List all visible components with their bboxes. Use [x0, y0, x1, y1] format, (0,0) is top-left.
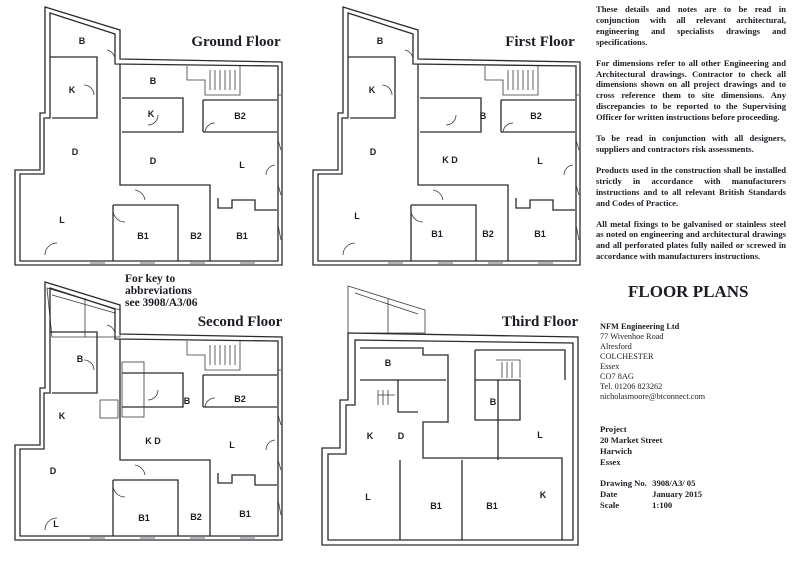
note: To be read in conjunction with all desig…	[596, 133, 786, 154]
room-label: B2	[234, 394, 246, 404]
address-line: CO7 8AG	[600, 372, 634, 381]
room-label: L	[537, 156, 543, 166]
room-label: K	[59, 411, 66, 421]
third-floor-plan: Third Floor B B K D L L B1 B1 K	[321, 285, 579, 546]
room-label: D	[370, 147, 377, 157]
room-label: B1	[138, 513, 150, 523]
room-label: K	[148, 109, 155, 119]
address-line: 77 Wivenhoe Road	[600, 332, 664, 341]
ground-floor-plan: Ground Floor B K B K B2 D D L L B1 B2 B1	[14, 6, 283, 266]
drawing-number: 3908/A3/ 05	[652, 478, 696, 488]
floor-title: Third Floor	[502, 314, 579, 330]
room-label: B	[490, 397, 497, 407]
room-label: B1	[239, 509, 251, 519]
room-label: L	[229, 440, 235, 450]
room-label: D	[72, 147, 79, 157]
address-line: Alresford	[600, 342, 632, 351]
project-block: Project 20 Market Street Harwich Essex	[600, 424, 662, 468]
phone: Tel. 01206 823262	[600, 382, 663, 391]
date: January 2015	[652, 489, 703, 499]
room-label: D	[150, 156, 157, 166]
room-label: B	[480, 111, 487, 121]
date-label: Date	[600, 489, 618, 499]
room-label: B1	[431, 229, 443, 239]
room-label: B2	[234, 111, 246, 121]
room-label: K D	[442, 155, 458, 165]
room-label: K	[369, 85, 376, 95]
room-label: B1	[534, 229, 546, 239]
first-floor-plan: First Floor B K B B2 D K D L L B1 B2 B1	[312, 6, 581, 266]
room-label: L	[537, 430, 543, 440]
drawing-number-label: Drawing No.	[600, 478, 647, 488]
room-label: D	[398, 431, 405, 441]
address-line: COLCHESTER	[600, 352, 654, 361]
note: These details and notes are to be read i…	[596, 4, 786, 47]
floor-title: Second Floor	[198, 314, 283, 330]
room-label: K	[69, 85, 76, 95]
floor-title: Ground Floor	[191, 34, 281, 50]
note: Products used in the construction shall …	[596, 164, 786, 208]
room-label: B	[77, 354, 84, 364]
room-label: K D	[145, 436, 161, 446]
project-line: Harwich	[600, 445, 632, 456]
room-label: L	[239, 160, 245, 170]
note: For dimensions refer to all other Engine…	[596, 57, 786, 123]
key-note-line: abbreviations	[125, 285, 192, 297]
scale-label: Scale	[600, 500, 620, 510]
drawing-info: Drawing No. 3908/A3/ 05 Date January 201…	[600, 478, 702, 511]
room-label: B2	[190, 231, 202, 241]
address-line: Essex	[600, 362, 620, 371]
room-label: B1	[236, 231, 248, 241]
second-floor-plan: Second Floor B B B2 K K D L D L B1 B2 B1	[14, 281, 283, 541]
project-line: 20 Market Street	[600, 434, 663, 445]
room-label: B	[385, 358, 392, 368]
scale: 1:100	[652, 500, 673, 510]
room-label: B1	[137, 231, 149, 241]
room-label: D	[50, 466, 57, 476]
key-note-line: For key to	[125, 273, 176, 285]
room-label: L	[59, 215, 65, 225]
room-label: B	[79, 36, 86, 46]
key-note: For key to abbreviations see 3908/A3/06	[125, 273, 198, 309]
room-label: K	[367, 431, 374, 441]
room-label: B1	[486, 501, 498, 511]
firm-name: NFM Engineering Ltd	[600, 322, 680, 331]
email: nicholasmoore@btconnect.com	[600, 392, 706, 401]
room-label: B1	[430, 501, 442, 511]
project-line: Essex	[600, 456, 621, 467]
room-label: L	[354, 211, 360, 221]
room-label: K	[540, 490, 547, 500]
room-label: B	[377, 36, 384, 46]
room-label: B	[184, 396, 191, 406]
room-label: B2	[482, 229, 494, 239]
general-notes: These details and notes are to be read i…	[596, 4, 786, 272]
key-note-line: see 3908/A3/06	[125, 297, 198, 309]
firm-address: NFM Engineering Ltd 77 Wivenhoe Road Alr…	[600, 322, 705, 402]
room-label: L	[53, 519, 59, 529]
note: All metal fixings to be galvanised or st…	[596, 218, 786, 262]
room-label: L	[365, 492, 371, 502]
room-label: B2	[190, 512, 202, 522]
floor-title: First Floor	[505, 34, 575, 50]
drawing-title: FLOOR PLANS	[628, 282, 749, 301]
project-label: Project	[600, 424, 627, 434]
room-label: B2	[530, 111, 542, 121]
room-label: B	[150, 76, 157, 86]
